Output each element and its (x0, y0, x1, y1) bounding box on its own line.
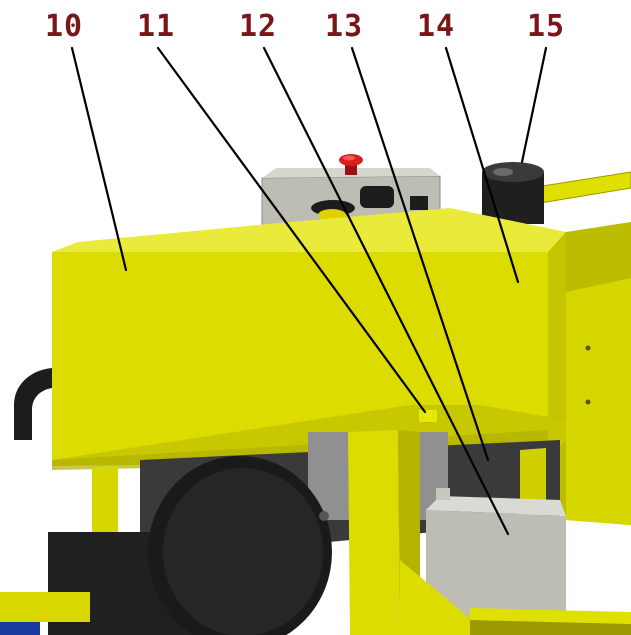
leader-15 (520, 46, 548, 164)
callout-15: 15 (527, 9, 565, 44)
bolt-under-box-body (419, 410, 437, 422)
main-box-top (52, 208, 566, 252)
cylinder-knob-shine (493, 168, 513, 176)
leg-center (348, 430, 400, 635)
housing-screw-1 (585, 345, 591, 351)
motor-screw (319, 511, 329, 521)
machine-illustration (0, 154, 631, 635)
stop-button-stem (345, 163, 357, 175)
base-rail-shadow (470, 620, 631, 635)
callout-14: 14 (417, 9, 455, 44)
callout-12: 12 (239, 9, 277, 44)
leader-11 (156, 46, 427, 414)
motor-end-cap-rim (163, 468, 323, 635)
callout-13: 13 (325, 9, 363, 44)
leader-12 (262, 46, 510, 536)
leader-14 (444, 46, 520, 284)
leader-lines (70, 46, 548, 536)
blue-accent (0, 622, 40, 635)
steel-block-stud (436, 488, 450, 500)
main-box-right-face (548, 232, 566, 460)
callout-labels: 10 11 12 13 14 15 (45, 9, 565, 44)
yellow-base-left (0, 592, 90, 622)
panel-switch (360, 186, 394, 208)
housing-screw-2 (585, 399, 591, 405)
leader-13 (350, 46, 490, 462)
panel-switch-right (410, 196, 428, 210)
callout-10: 10 (45, 9, 83, 44)
steel-block-top (426, 496, 566, 516)
right-side-housing-face (566, 278, 631, 525)
handle-bar (529, 171, 631, 205)
callout-11: 11 (137, 9, 175, 44)
left-hose (14, 368, 52, 440)
main-box-front (52, 232, 566, 460)
base-plate (400, 560, 490, 635)
steel-block-front (426, 510, 566, 625)
stop-button-highlight (343, 155, 355, 161)
leader-10 (70, 46, 128, 272)
